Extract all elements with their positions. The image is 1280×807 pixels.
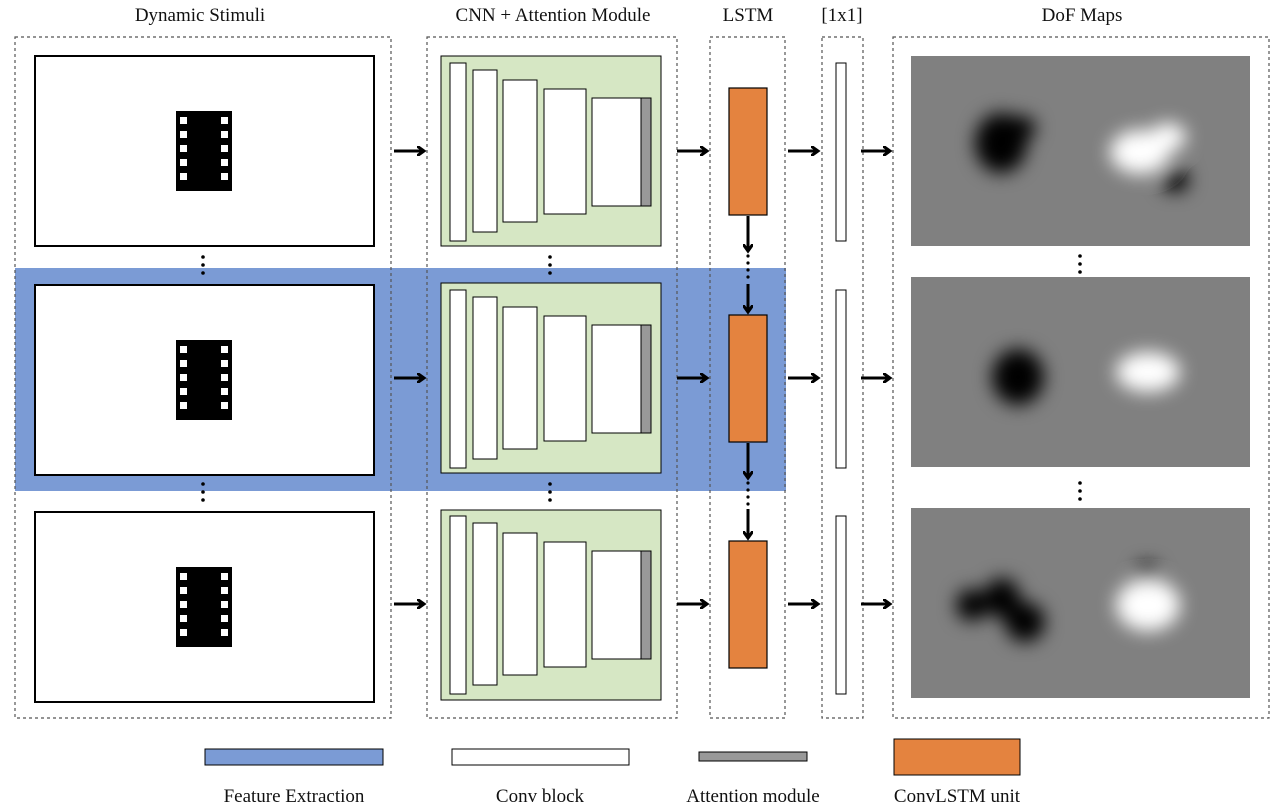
conv-block: [543, 541, 587, 668]
conv-block: [472, 69, 498, 233]
conv-block: [502, 532, 538, 676]
conv1x1-bar: [835, 515, 847, 695]
continuation-dots: [201, 254, 1082, 506]
conv-block: [449, 62, 467, 242]
cnn-attention-block: [440, 282, 662, 474]
lstm-column-frame: [709, 36, 786, 719]
conv1x1-column-frame: [821, 36, 864, 719]
cnn-attention-block: [440, 55, 662, 247]
legend-label-convlstm-unit: ConvLSTM unit: [894, 786, 1021, 807]
legend-swatch-attention-module: [698, 751, 808, 762]
row-3: [34, 508, 1250, 703]
column-title-dof: DoF Maps: [1042, 5, 1123, 26]
film-strip-icon: [176, 111, 232, 191]
legend-swatch-feature-extraction: [204, 748, 384, 766]
conv-block: [591, 324, 642, 434]
conv-block: [502, 306, 538, 450]
attention-module: [640, 550, 652, 660]
legend-label-attention-module: Attention module: [686, 786, 820, 807]
cnn-attention-block: [440, 509, 662, 701]
column-title-cnn: CNN + Attention Module: [456, 5, 651, 26]
stimuli-column-frame: [14, 36, 392, 719]
conv-block: [591, 550, 642, 660]
column-title-1x1: [1x1]: [821, 5, 862, 26]
attention-module: [640, 97, 652, 207]
dof-map: [911, 56, 1250, 246]
legend-swatch-convlstm-unit: [893, 738, 1021, 776]
conv-block: [472, 296, 498, 460]
convlstm-unit: [728, 314, 768, 443]
dof-map: [911, 277, 1250, 467]
legend-label-feature-extraction: Feature Extraction: [224, 786, 365, 807]
legend: Feature Extraction Conv block Attention …: [204, 738, 1021, 807]
legend-swatch-conv-block: [451, 748, 630, 766]
convlstm-unit: [728, 87, 768, 216]
row-2: [34, 277, 1250, 476]
dof-column-frame: [892, 36, 1270, 719]
column-title-stimuli: Dynamic Stimuli: [135, 5, 265, 26]
film-strip-icon: [176, 340, 232, 420]
conv-block: [472, 522, 498, 686]
dof-map: [911, 508, 1250, 698]
conv1x1-bar: [835, 62, 847, 242]
row-1: [34, 55, 1250, 247]
convlstm-unit: [728, 540, 768, 669]
conv-block: [543, 88, 587, 215]
conv1x1-bar: [835, 289, 847, 469]
conv-block: [449, 515, 467, 695]
legend-label-conv-block: Conv block: [496, 786, 585, 807]
attention-module: [640, 324, 652, 434]
conv-block: [502, 79, 538, 223]
column-title-lstm: LSTM: [723, 5, 774, 26]
conv-block: [449, 289, 467, 469]
conv-block: [591, 97, 642, 207]
conv-block: [543, 315, 587, 442]
film-strip-icon: [176, 567, 232, 647]
